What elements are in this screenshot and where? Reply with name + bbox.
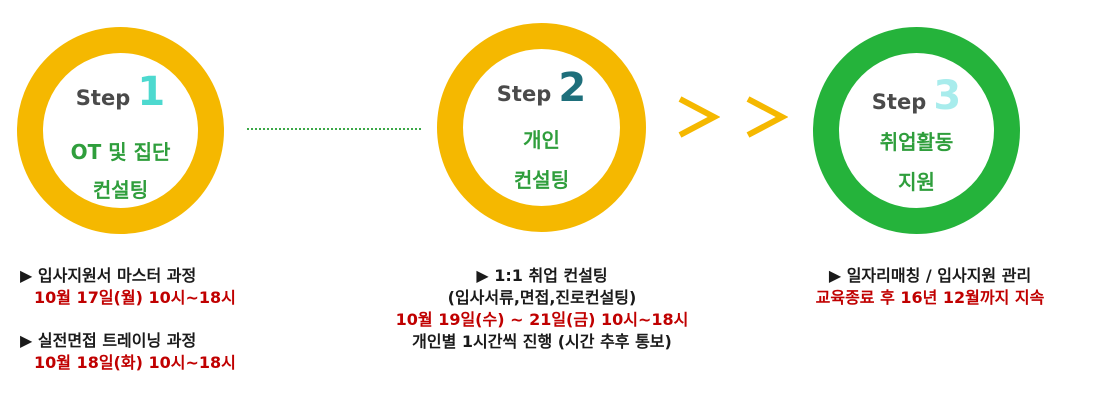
step-3-circle: Step 3 취업활동 지원 xyxy=(813,27,1020,234)
chevron-right-icon xyxy=(746,96,788,138)
step-1-line-2: 컨설팅 xyxy=(92,178,149,202)
step-1-word: Step xyxy=(75,86,131,110)
consulting-title: ▶ 1:1 취업 컨설팅 xyxy=(476,266,608,285)
step-2-line-2: 컨설팅 xyxy=(513,168,570,192)
step-2-line-1: 개인 xyxy=(523,128,560,152)
course-title: ▶ 입사지원서 마스터 과정 xyxy=(20,266,197,285)
job-support-date: 교육종료 후 16년 12월까지 지속 xyxy=(815,288,1045,307)
step-3-number: 3 xyxy=(933,73,962,119)
step-3-line-1: 취업활동 xyxy=(879,130,954,154)
step-2-heading: Step 2 xyxy=(463,65,620,111)
step-2-details: ▶ 1:1 취업 컨설팅 (입사서류,면접,진로컨설팅) 10월 19일(수) … xyxy=(352,265,732,353)
step-3-details: ▶ 일자리매칭 / 입사지원 관리 교육종료 후 16년 12월까지 지속 xyxy=(780,265,1080,309)
step-3-line-2: 지원 xyxy=(898,170,935,194)
step-1-number: 1 xyxy=(137,69,166,115)
step-3-heading: Step 3 xyxy=(839,73,994,119)
course-date: 10월 18일(화) 10시~18시 xyxy=(34,353,236,372)
step-3-word: Step xyxy=(871,90,927,114)
job-support-title: ▶ 일자리매칭 / 입사지원 관리 xyxy=(828,266,1032,285)
consulting-note: 개인별 1시간씩 진행 (시간 추후 통보) xyxy=(412,332,672,351)
consulting-subtitle: (입사서류,면접,진로컨설팅) xyxy=(447,288,637,307)
chevron-right-icon xyxy=(678,96,720,138)
course-date: 10월 17일(월) 10시~18시 xyxy=(34,288,236,307)
step-1-line-1: OT 및 집단 xyxy=(70,140,171,164)
dotted-connector xyxy=(247,128,421,130)
step-1-circle: Step 1 OT 및 집단 컨설팅 xyxy=(17,27,224,234)
step-1-heading: Step 1 xyxy=(43,69,198,115)
step-2-word: Step xyxy=(496,82,552,106)
step-2-circle: Step 2 개인 컨설팅 xyxy=(437,23,646,232)
step-1-details: ▶ 입사지원서 마스터 과정 10월 17일(월) 10시~18시 ▶ 실전면접… xyxy=(20,265,236,374)
step-2-number: 2 xyxy=(558,65,587,111)
course-title: ▶ 실전면접 트레이닝 과정 xyxy=(20,331,197,350)
consulting-date: 10월 19일(수) ~ 21일(금) 10시~18시 xyxy=(395,310,689,329)
